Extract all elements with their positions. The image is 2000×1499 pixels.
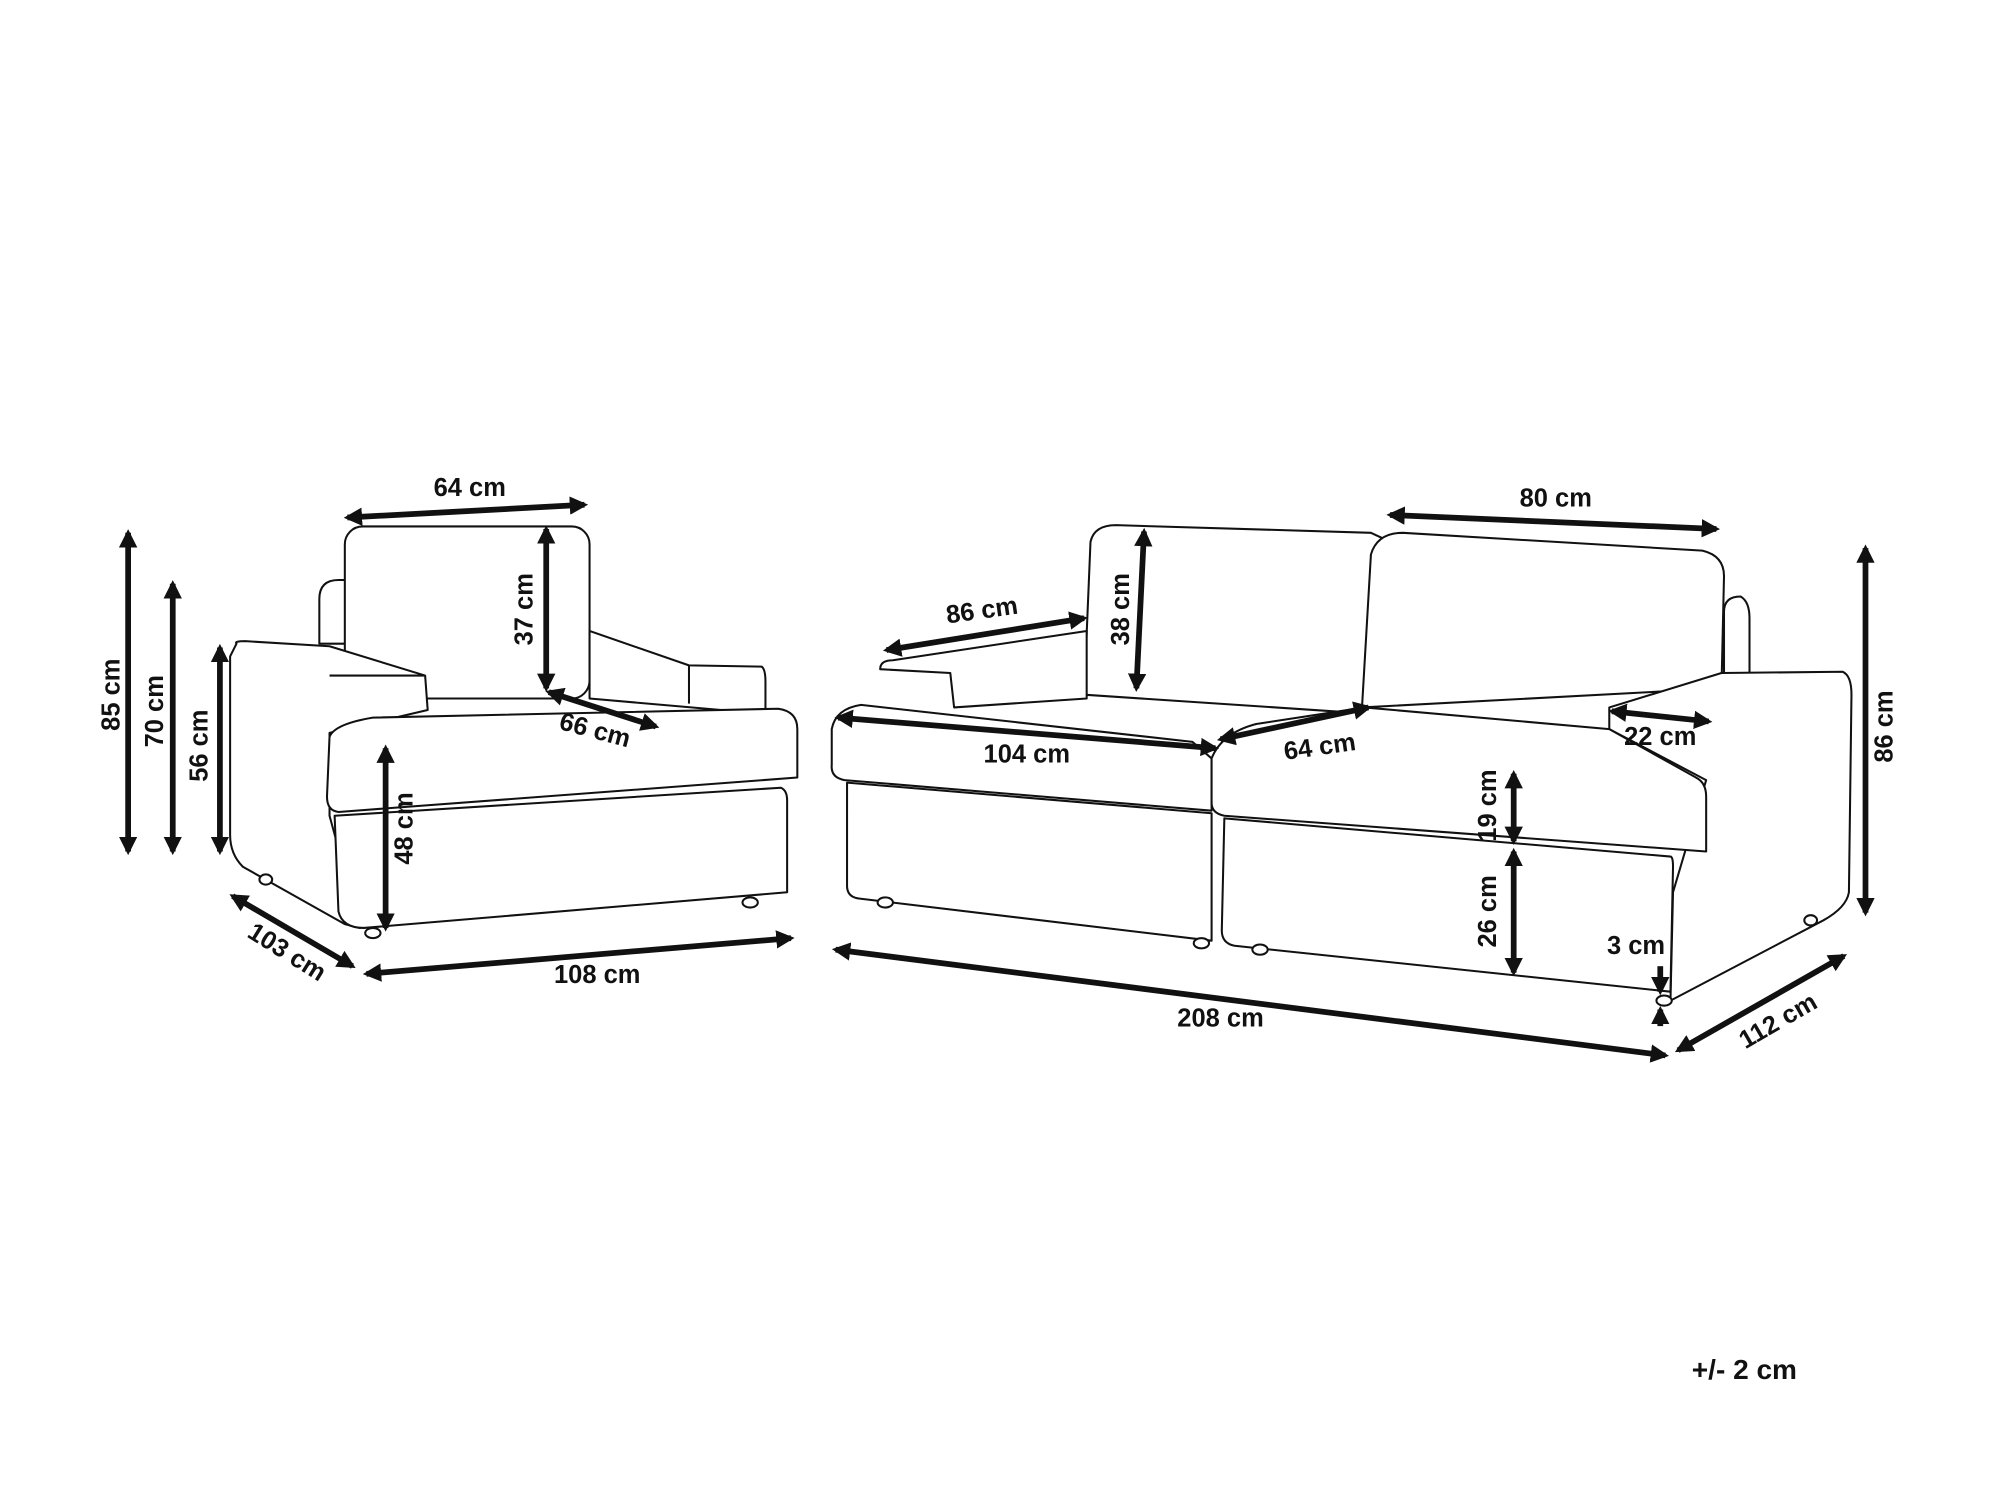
dimension-arrow bbox=[545, 687, 660, 731]
armchair-width-label: 108 cm bbox=[554, 961, 640, 989]
dimension-arrow bbox=[1216, 701, 1372, 746]
dimension-arrow bbox=[362, 930, 795, 982]
tolerance-note: +/- 2 cm bbox=[1692, 1354, 1797, 1385]
armchair-back-width-label: 64 cm bbox=[434, 474, 506, 502]
sofa-dimensions: 80 cm 86 cm 38 cm 104 cm 64 cm 22 cm 19 … bbox=[831, 484, 1899, 1063]
sofa-back-height-label: 38 cm bbox=[1107, 573, 1135, 645]
sofa-leg-height-label: 3 cm bbox=[1607, 932, 1665, 960]
sofa-drawing bbox=[830, 524, 1853, 1007]
dimension-arrow bbox=[1386, 506, 1721, 538]
dimension-arrow bbox=[834, 709, 1220, 757]
sofa-width-label: 208 cm bbox=[1177, 1004, 1263, 1032]
dimension-arrow bbox=[1674, 953, 1848, 1053]
dimension-arrow bbox=[882, 611, 1088, 657]
dimension-arrow bbox=[229, 893, 356, 969]
sofa-cushion-thickness-label: 19 cm bbox=[1474, 769, 1502, 841]
sofa-seat-cushion-width-label: 104 cm bbox=[984, 741, 1070, 769]
sofa-seat-depth-label: 86 cm bbox=[944, 592, 1019, 630]
sofa-back-cushion-width-label: 80 cm bbox=[1520, 484, 1592, 512]
dimension-arrow bbox=[1608, 703, 1713, 730]
armchair-arm-height-label: 56 cm bbox=[186, 710, 214, 782]
armchair-back-top-height-label: 70 cm bbox=[141, 675, 169, 747]
dimension-arrow bbox=[1127, 527, 1153, 692]
sofa-total-height-label: 86 cm bbox=[1871, 690, 1899, 762]
dimension-arrow bbox=[343, 496, 589, 526]
armchair-drawing bbox=[229, 525, 799, 940]
dimension-arrow bbox=[831, 942, 1670, 1063]
armchair-back-height-label: 37 cm bbox=[511, 573, 539, 645]
sofa-arm-width-label: 22 cm bbox=[1624, 723, 1696, 751]
sofa-depth-label: 112 cm bbox=[1734, 988, 1822, 1055]
sofa-base-height-label: 26 cm bbox=[1474, 875, 1502, 947]
armchair-total-height-label: 85 cm bbox=[98, 659, 126, 731]
armchair-seat-height-label: 48 cm bbox=[391, 792, 419, 864]
